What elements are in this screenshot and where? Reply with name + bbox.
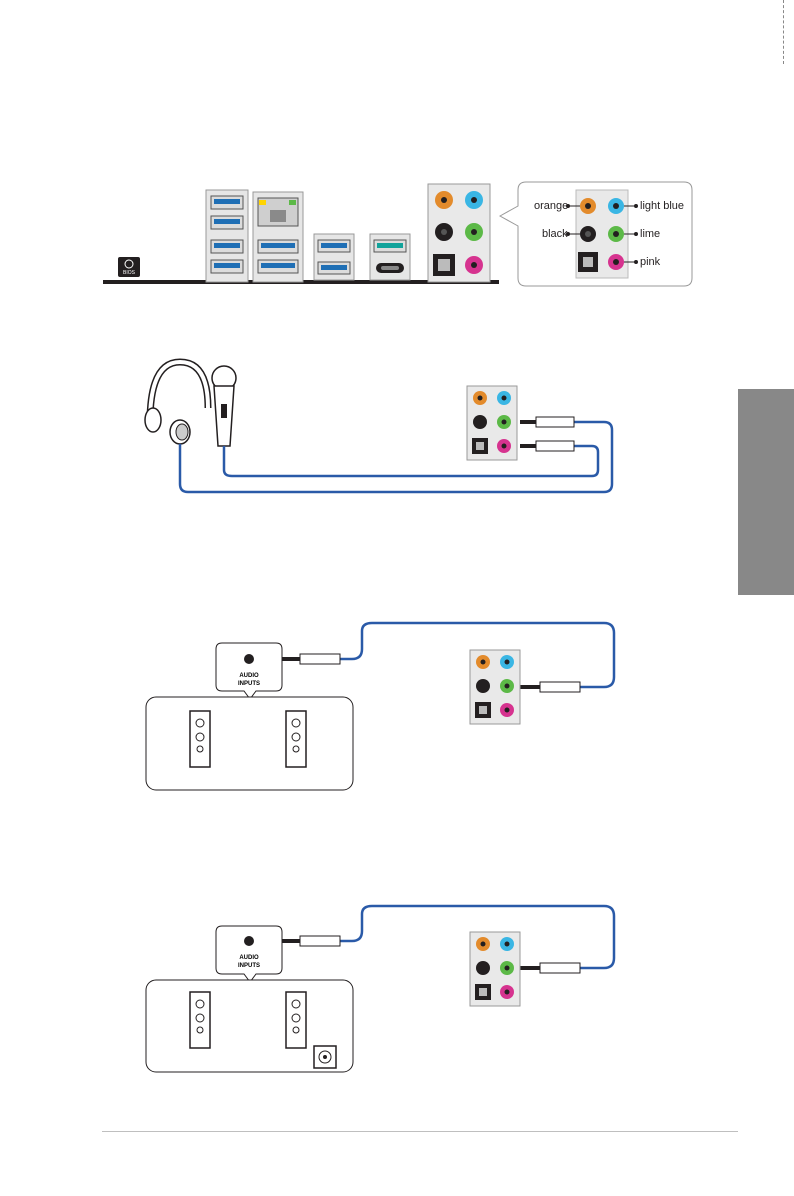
headphone-plug — [520, 417, 574, 427]
legend-orange: orange — [534, 200, 568, 212]
audio-inputs-label-1-line2: INPUTS — [238, 681, 260, 687]
mic-plug — [520, 441, 574, 451]
audio-input-jack-1 — [244, 654, 254, 664]
audio-jack-block-4 — [470, 932, 520, 1006]
speaker-left-icon-2 — [190, 992, 210, 1048]
footer-rule — [102, 1131, 738, 1132]
audio-inputs-label-2-line1: AUDIO — [239, 955, 259, 961]
usb-port-pair — [314, 234, 354, 280]
legend-pink: pink — [640, 256, 660, 268]
headphone-mic-connection-diagram — [0, 350, 794, 510]
audio-jack-block-2 — [467, 386, 517, 460]
audio-input-box-1 — [216, 643, 282, 699]
usb-type-c-pair — [370, 234, 410, 280]
speaker-setup-2-diagram: AUDIO INPUTS — [0, 896, 794, 1081]
speaker-left-icon — [190, 711, 210, 767]
usb-port-stack-1 — [206, 190, 248, 282]
lan-usb-stack — [253, 192, 303, 282]
bios-flashback-button: BIOS — [118, 257, 140, 277]
audio-input-jack-2 — [244, 936, 254, 946]
legend-lime: lime — [640, 228, 660, 240]
speaker-right-icon — [286, 711, 306, 767]
bios-label: BIOS — [123, 270, 136, 276]
headphone-cable — [180, 422, 612, 492]
audio-jack-block-3 — [470, 650, 520, 724]
speaker-right-icon-2 — [286, 992, 306, 1048]
audio-legend-jacks — [566, 190, 638, 278]
legend-black: black — [542, 228, 568, 240]
microphone-icon — [212, 366, 236, 446]
subwoofer-icon — [314, 1046, 336, 1068]
legend-light-blue: light blue — [640, 200, 684, 212]
speaker-system-box-1 — [146, 697, 353, 790]
audio-jack-block — [428, 184, 490, 282]
headphone-icon — [145, 362, 208, 444]
audio-inputs-label-1-line1: AUDIO — [239, 673, 259, 679]
audio-input-box-2 — [216, 926, 282, 982]
speaker-1-jack-plug — [520, 682, 580, 692]
audio-inputs-label-2-line2: INPUTS — [238, 963, 260, 969]
speaker-2-jack-plug — [520, 963, 580, 973]
speaker-setup-1-diagram: AUDIO INPUTS — [0, 615, 794, 800]
rear-io-panel-diagram: BIOS — [0, 0, 794, 300]
